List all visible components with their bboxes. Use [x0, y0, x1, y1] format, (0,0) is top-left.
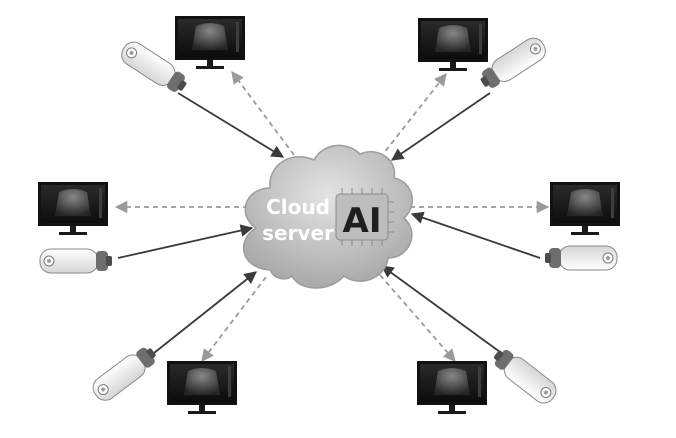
monitor-icon [175, 16, 245, 69]
upload-arrow-bottom-left [153, 271, 257, 354]
ultrasound-probe-icon [488, 343, 561, 408]
monitor-icon [418, 18, 488, 71]
ultrasound-probe-icon [39, 248, 113, 274]
monitor-icon [167, 361, 237, 414]
upload-arrow-top-right [390, 92, 491, 161]
ultrasound-probe-icon [88, 341, 162, 406]
monitor-icon [38, 182, 108, 235]
upload-arrow-right [410, 211, 541, 259]
cloud-label-line1: Cloud [266, 195, 330, 219]
ai-chip-icon [335, 188, 394, 246]
ultrasound-probe-icon [544, 245, 618, 271]
return-arrow-bottom-right [379, 274, 456, 362]
monitor-icon [417, 361, 487, 414]
ai-label: AI [343, 201, 382, 241]
cloud-icon [242, 144, 414, 289]
cloud-label-line2: server [262, 221, 334, 245]
return-arrow-top-left [231, 70, 295, 156]
upload-arrow-left [117, 224, 254, 259]
monitor-icon [550, 182, 620, 235]
upload-arrow-top-left [177, 92, 285, 158]
upload-arrow-bottom-right [380, 265, 501, 353]
